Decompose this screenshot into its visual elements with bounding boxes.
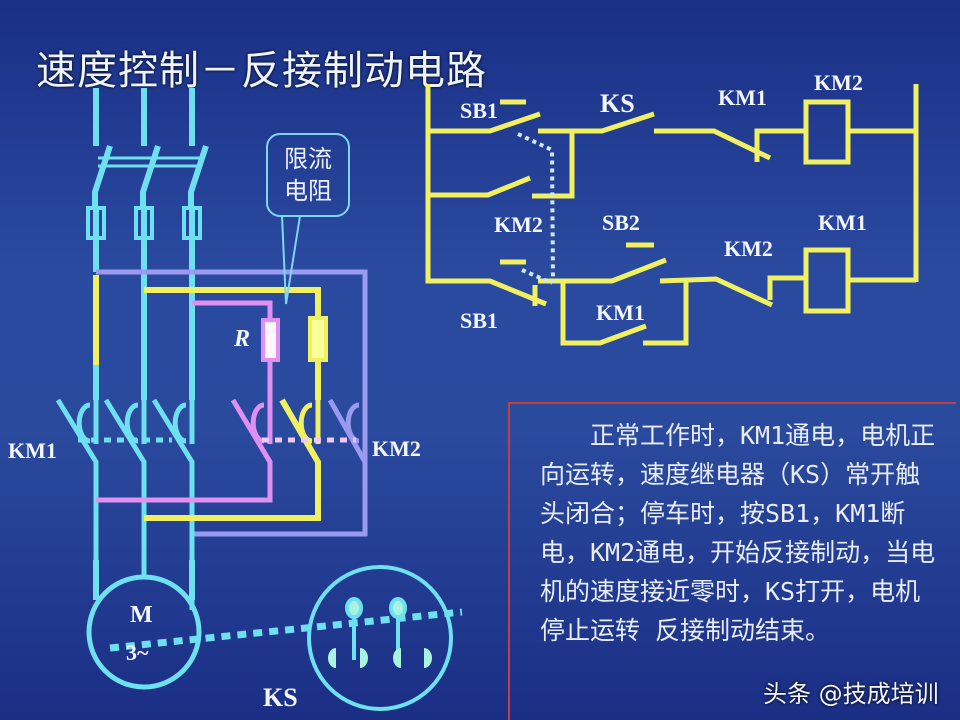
current-limiting-resistor-callout: 限流 电阻 [266, 133, 350, 217]
rung2-sb1-label: SB1 [460, 308, 498, 333]
motor-icon [86, 574, 202, 690]
rung2-km2-interlock-label: KM2 [724, 236, 773, 261]
rung2-km1-coil-label: KM1 [818, 210, 867, 235]
rung1-km1-label: KM1 [718, 85, 767, 110]
ks-label: KS [263, 683, 298, 712]
callout-line-2: 电阻 [284, 177, 332, 205]
watermark: 头条 @技成培训 [763, 680, 939, 708]
motor-label: M [130, 602, 153, 628]
speed-relay-icon [307, 565, 453, 711]
km2-contacts-label: KM2 [372, 436, 421, 461]
rung2-km1-hold-label: KM1 [596, 300, 645, 325]
rung1-ks-label: KS [600, 89, 635, 118]
rung2-km2-hold-label: KM2 [494, 212, 543, 237]
resistor-icon [308, 316, 328, 362]
resistor-icon [261, 318, 280, 362]
explanation-text: 正常工作时，KM1通电，电机正向运转，速度继电器（KS）常开触头闭合；停车时，按… [540, 421, 936, 645]
rung2-sb2-label: SB2 [602, 210, 640, 235]
rung1-sb1-label: SB1 [460, 98, 498, 123]
resistor-label: R [233, 326, 250, 352]
callout-line-1: 限流 [284, 145, 332, 173]
page-title: 速度控制－反接制动电路 [36, 48, 487, 94]
rung1-km2-coil-label: KM2 [814, 70, 863, 95]
km1-contacts-label: KM1 [8, 438, 57, 463]
control-circuit [425, 84, 919, 346]
callout-pointer [281, 215, 301, 305]
motor-phase-label: 3~ [126, 640, 149, 665]
main-circuit [55, 88, 463, 711]
explanation-note: 正常工作时，KM1通电，电机正向运转，速度继电器（KS）常开触头闭合；停车时，按… [508, 402, 956, 720]
